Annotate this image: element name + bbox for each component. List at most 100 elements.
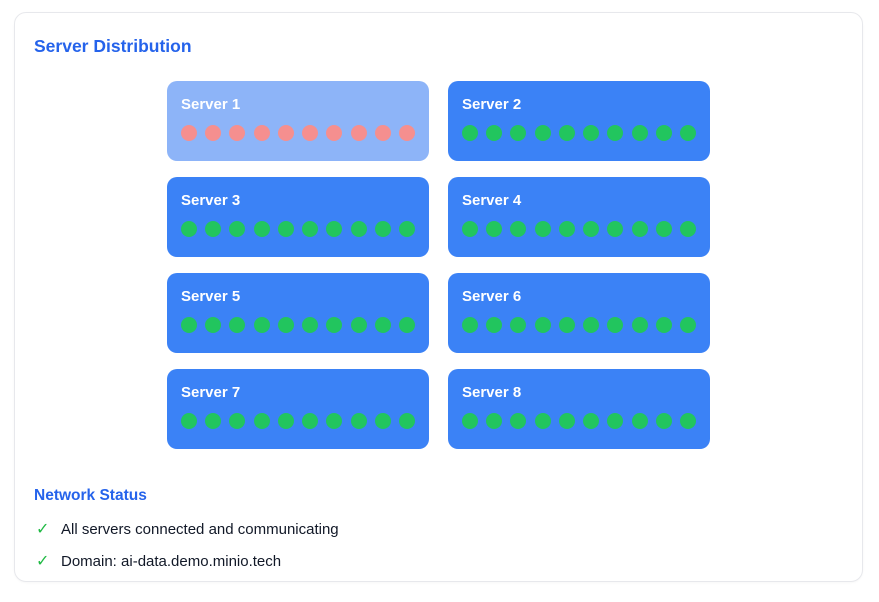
drive-dot-online-icon (655, 413, 672, 429)
drive-dot-online-icon (462, 221, 478, 237)
drive-dot-offline-icon (181, 125, 197, 141)
server-card-7: Server 7 (167, 369, 429, 449)
drive-dot-online-icon (679, 413, 696, 429)
server-card-5: Server 5 (167, 273, 429, 353)
drive-dot-online-icon (350, 317, 367, 333)
server-name: Server 1 (181, 96, 241, 113)
check-icon: ✓ (36, 553, 50, 570)
drive-dot-row (462, 221, 696, 237)
drive-dot-online-icon (462, 125, 478, 141)
server-card-2: Server 2 (448, 81, 710, 161)
drive-dot-online-icon (486, 413, 503, 429)
drive-dot-online-icon (229, 413, 246, 429)
drive-dot-online-icon (302, 221, 319, 237)
drive-dot-online-icon (534, 317, 551, 333)
drive-dot-online-icon (253, 413, 270, 429)
drive-dot-online-icon (181, 413, 197, 429)
drive-dot-online-icon (510, 125, 527, 141)
drive-dot-online-icon (181, 221, 197, 237)
drive-dot-online-icon (486, 125, 503, 141)
drive-dot-online-icon (205, 317, 222, 333)
drive-dot-offline-icon (229, 125, 246, 141)
drive-dot-online-icon (558, 221, 575, 237)
drive-dot-online-icon (486, 221, 503, 237)
drive-dot-online-icon (350, 221, 367, 237)
status-text: All servers connected and communicating (61, 521, 339, 538)
drive-dot-online-icon (631, 317, 648, 333)
drive-dot-online-icon (302, 413, 319, 429)
drive-dot-online-icon (302, 317, 319, 333)
drive-dot-online-icon (510, 221, 527, 237)
drive-dot-online-icon (631, 125, 648, 141)
drive-dot-online-icon (583, 221, 600, 237)
drive-dot-row (462, 125, 696, 141)
drive-dot-online-icon (558, 413, 575, 429)
drive-dot-offline-icon (302, 125, 319, 141)
server-card-6: Server 6 (448, 273, 710, 353)
server-card-8: Server 8 (448, 369, 710, 449)
drive-dot-row (462, 413, 696, 429)
drive-dot-online-icon (486, 317, 503, 333)
drive-dot-online-icon (558, 317, 575, 333)
drive-dot-online-icon (277, 413, 294, 429)
drive-dot-online-icon (607, 125, 624, 141)
network-status-list: ✓All servers connected and communicating… (34, 519, 862, 572)
drive-dot-online-icon (374, 317, 391, 333)
drive-dot-online-icon (655, 317, 672, 333)
server-card-1: Server 1 (167, 81, 429, 161)
drive-dot-offline-icon (205, 125, 222, 141)
drive-dot-offline-icon (326, 125, 343, 141)
server-card-4: Server 4 (448, 177, 710, 257)
server-name: Server 4 (462, 192, 522, 209)
drive-dot-offline-icon (398, 125, 415, 141)
status-item: ✓All servers connected and communicating (34, 519, 862, 540)
drive-dot-online-icon (277, 221, 294, 237)
drive-dot-online-icon (277, 317, 294, 333)
drive-dot-row (462, 317, 696, 333)
server-name: Server 2 (462, 96, 522, 113)
drive-dot-online-icon (326, 317, 343, 333)
drive-dot-offline-icon (253, 125, 270, 141)
drive-dot-online-icon (655, 125, 672, 141)
drive-dot-online-icon (655, 221, 672, 237)
drive-dot-online-icon (607, 221, 624, 237)
drive-dot-online-icon (607, 317, 624, 333)
drive-dot-online-icon (679, 317, 696, 333)
drive-dot-row (181, 125, 415, 141)
drive-dot-online-icon (558, 125, 575, 141)
drive-dot-online-icon (205, 413, 222, 429)
drive-dot-offline-icon (350, 125, 367, 141)
server-grid: Server 1 Server 2 Server 3 Server 4 Server 5… (167, 81, 710, 449)
drive-dot-online-icon (253, 221, 270, 237)
drive-dot-online-icon (229, 221, 246, 237)
drive-dot-online-icon (181, 317, 197, 333)
drive-dot-row (181, 317, 415, 333)
server-name: Server 8 (462, 384, 522, 401)
drive-dot-online-icon (583, 125, 600, 141)
drive-dot-online-icon (534, 413, 551, 429)
drive-dot-online-icon (350, 413, 367, 429)
server-name: Server 6 (462, 288, 522, 305)
drive-dot-online-icon (631, 221, 648, 237)
drive-dot-online-icon (253, 317, 270, 333)
drive-dot-online-icon (205, 221, 222, 237)
drive-dot-online-icon (326, 221, 343, 237)
server-name: Server 5 (181, 288, 241, 305)
server-card-3: Server 3 (167, 177, 429, 257)
drive-dot-online-icon (462, 317, 478, 333)
drive-dot-online-icon (607, 413, 624, 429)
drive-dot-offline-icon (277, 125, 294, 141)
server-name: Server 7 (181, 384, 241, 401)
drive-dot-online-icon (374, 413, 391, 429)
drive-dot-offline-icon (374, 125, 391, 141)
network-status-heading: Network Status (34, 487, 147, 504)
drive-dot-online-icon (510, 413, 527, 429)
drive-dot-online-icon (679, 221, 696, 237)
drive-dot-online-icon (398, 413, 415, 429)
drive-dot-online-icon (398, 221, 415, 237)
drive-dot-online-icon (326, 413, 343, 429)
drive-dot-online-icon (534, 125, 551, 141)
server-name: Server 3 (181, 192, 241, 209)
status-text: Domain: ai-data.demo.minio.tech (61, 553, 282, 570)
